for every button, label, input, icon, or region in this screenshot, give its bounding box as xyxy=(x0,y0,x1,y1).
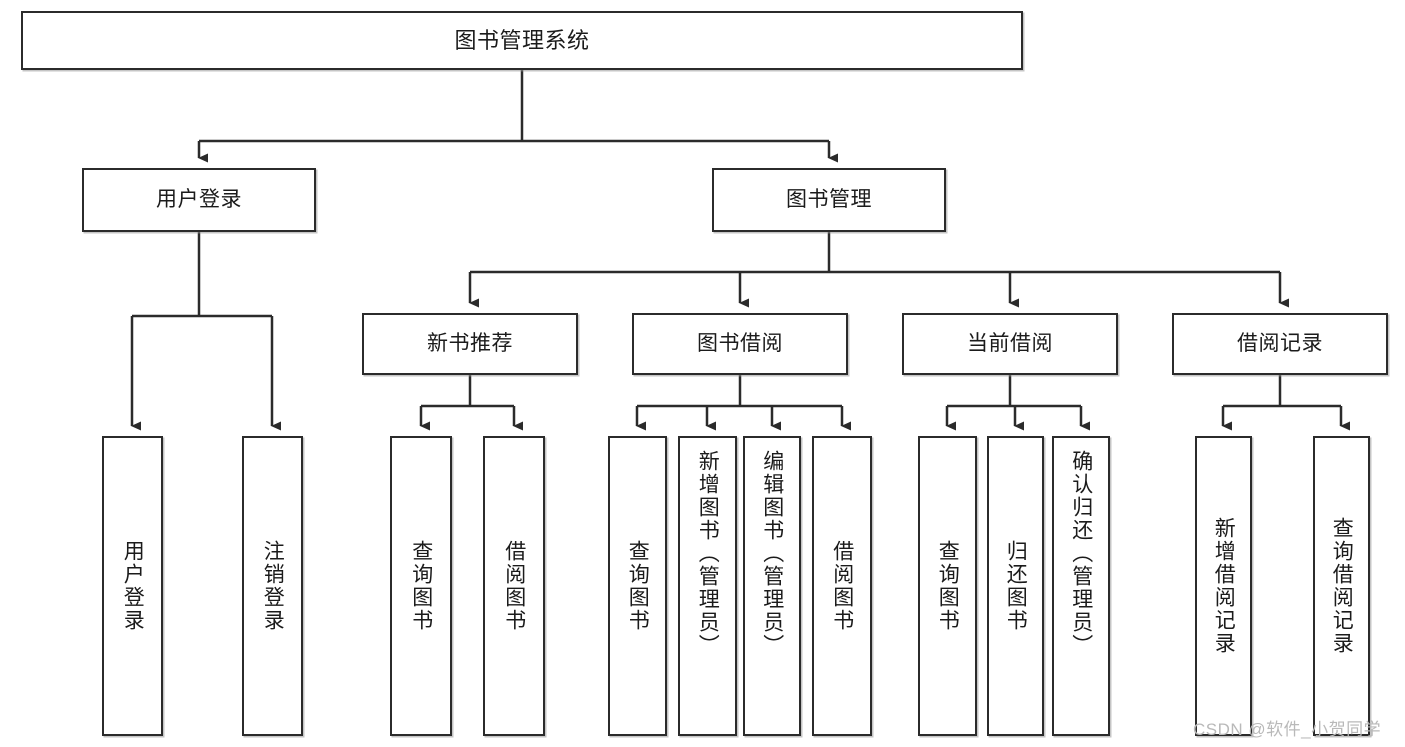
node-leaf-edit-book-admin[interactable]: 编辑图书（管理员） xyxy=(743,436,801,736)
node-label: 借阅记录 xyxy=(1237,331,1323,355)
node-label: 归还图书 xyxy=(1004,540,1028,632)
node-leaf-add-book-admin[interactable]: 新增图书（管理员） xyxy=(678,436,737,736)
node-leaf-borrow-book-borrow[interactable]: 借阅图书 xyxy=(812,436,872,736)
node-leaf-query-book-current[interactable]: 查询图书 xyxy=(918,436,977,736)
node-leaf-add-borrow-record[interactable]: 新增借阅记录 xyxy=(1195,436,1252,736)
node-leaf-logout[interactable]: 注销登录 xyxy=(242,436,303,736)
node-label: 查询借阅记录 xyxy=(1330,517,1354,655)
node-leaf-query-borrow-record[interactable]: 查询借阅记录 xyxy=(1313,436,1370,736)
node-label: 新增借阅记录 xyxy=(1212,517,1236,655)
node-leaf-user-login[interactable]: 用户登录 xyxy=(102,436,163,736)
node-label: 确认归还（管理员） xyxy=(1069,450,1093,657)
node-leaf-query-book-rec[interactable]: 查询图书 xyxy=(390,436,452,736)
node-label: 编辑图书（管理员） xyxy=(760,450,784,657)
node-leaf-query-book-borrow[interactable]: 查询图书 xyxy=(608,436,667,736)
node-label: 新增图书（管理员） xyxy=(696,450,720,657)
node-label: 借阅图书 xyxy=(830,540,854,632)
node-label: 注销登录 xyxy=(261,540,285,632)
node-leaf-borrow-book-rec[interactable]: 借阅图书 xyxy=(483,436,545,736)
node-user-login[interactable]: 用户登录 xyxy=(82,168,316,232)
node-label: 查询图书 xyxy=(409,540,433,632)
node-leaf-return-book[interactable]: 归还图书 xyxy=(987,436,1044,736)
node-borrowing-records[interactable]: 借阅记录 xyxy=(1172,313,1388,375)
node-label: 查询图书 xyxy=(626,540,650,632)
node-leaf-confirm-return-admin[interactable]: 确认归还（管理员） xyxy=(1052,436,1110,736)
node-book-management-system[interactable]: 图书管理系统 xyxy=(21,11,1023,70)
node-label: 图书管理 xyxy=(786,187,872,211)
node-label: 图书借阅 xyxy=(697,331,783,355)
node-book-borrowing[interactable]: 图书借阅 xyxy=(632,313,848,375)
node-label: 用户登录 xyxy=(121,540,145,632)
node-new-book-recommendation[interactable]: 新书推荐 xyxy=(362,313,578,375)
node-book-management[interactable]: 图书管理 xyxy=(712,168,946,232)
node-label: 图书管理系统 xyxy=(454,27,590,53)
node-label: 借阅图书 xyxy=(502,540,526,632)
node-label: 新书推荐 xyxy=(427,331,513,355)
node-label: 查询图书 xyxy=(936,540,960,632)
node-current-borrowing[interactable]: 当前借阅 xyxy=(902,313,1118,375)
node-label: 用户登录 xyxy=(156,187,242,211)
node-label: 当前借阅 xyxy=(967,331,1053,355)
